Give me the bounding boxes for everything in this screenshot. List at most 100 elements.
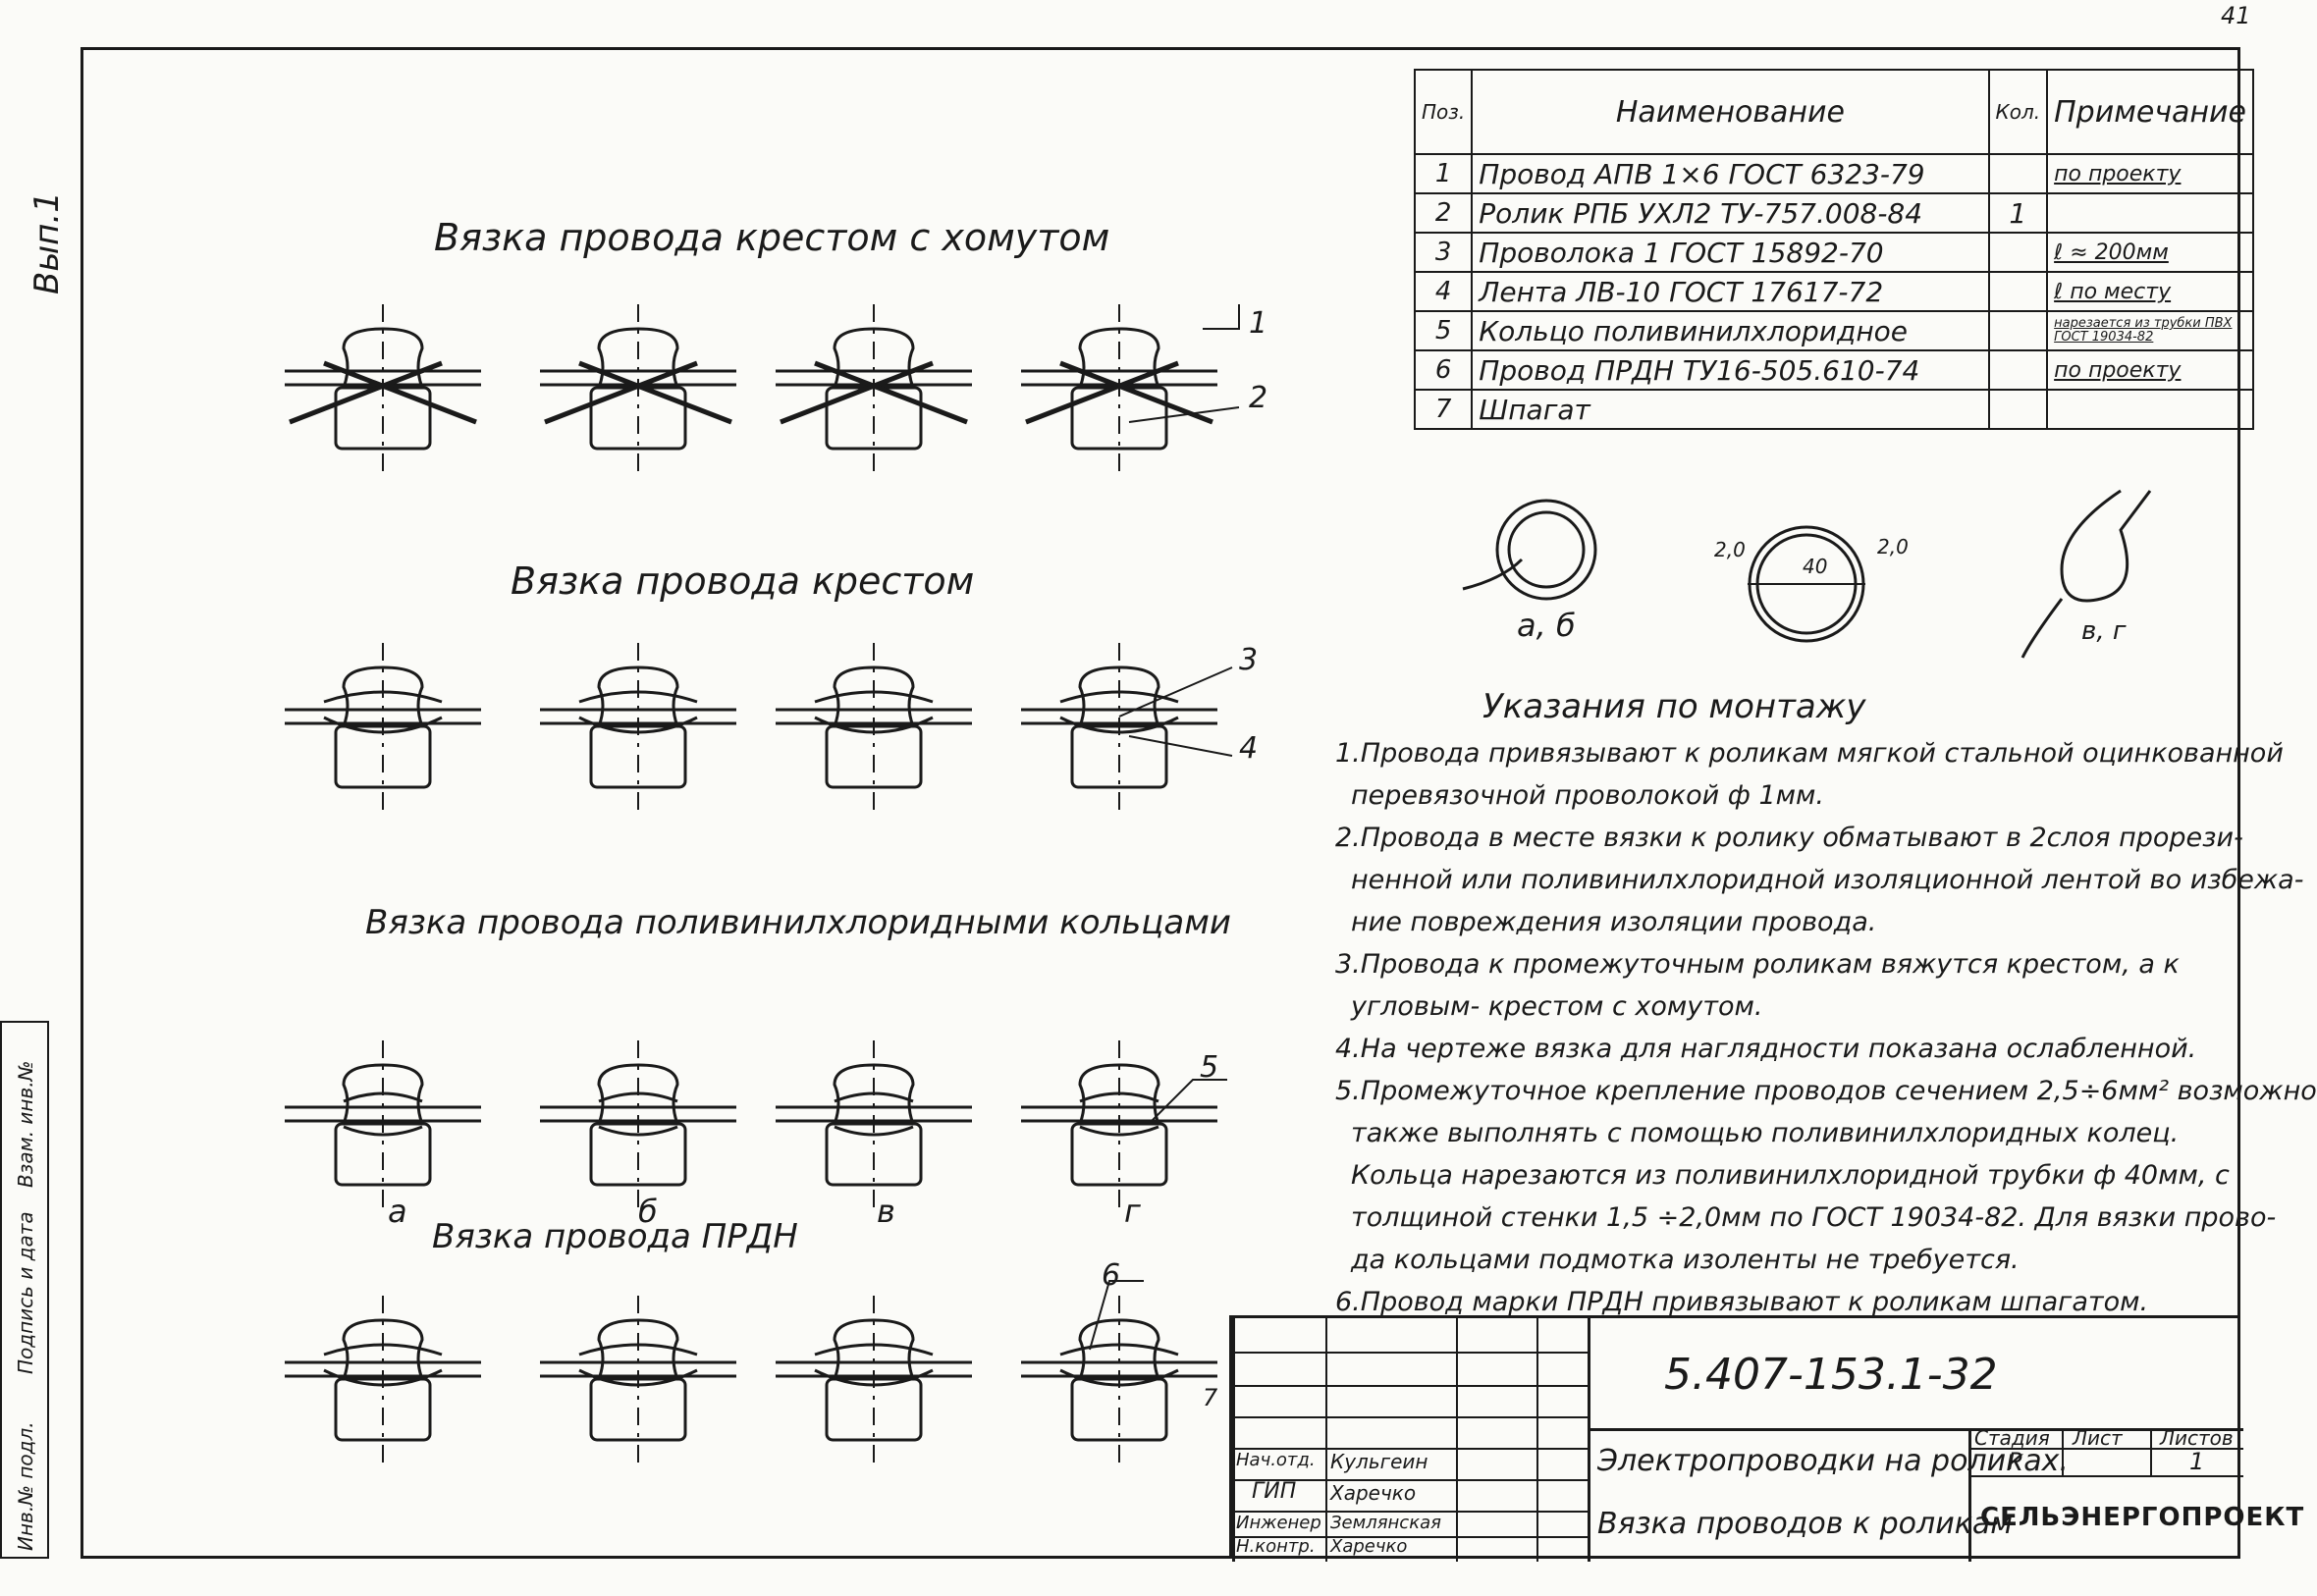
section-title-prdn: Вязка провода ПРДН — [432, 1217, 798, 1256]
insulator-head — [1077, 327, 1161, 390]
callout-5: 5 — [1200, 1050, 1219, 1085]
table-row: 2 Ролик РПБ УХЛ2 ТУ-757.008-84 1 — [1413, 192, 2254, 234]
tie-loop — [578, 716, 698, 734]
insulator-head — [832, 665, 916, 728]
spec-note: ℓ ≈ 200мм — [2046, 232, 2254, 273]
stamp-stage: Р — [2008, 1448, 2022, 1475]
ring-dim-2: 40 — [1803, 555, 1828, 578]
spec-pos: 7 — [1413, 389, 1474, 430]
tie-loop — [814, 1368, 934, 1387]
specification-table: Поз. Наименование Кол. Примечание 1 Пров… — [1413, 69, 2254, 430]
spec-header-name: Наименование — [1471, 69, 1990, 155]
side-stamp — [0, 1021, 49, 1559]
stamp-code: 5.407-153.1-32 — [1664, 1350, 1998, 1400]
spec-name: Ролик РПБ УХЛ2 ТУ-757.008-84 — [1471, 192, 1990, 234]
insulator-head — [832, 327, 916, 390]
spec-note — [2046, 192, 2254, 234]
tie-loop — [814, 716, 934, 734]
spec-note: по проекту — [2046, 349, 2254, 391]
tie-loop — [814, 690, 934, 704]
stamp-person: Кульгеин — [1330, 1450, 1428, 1473]
stamp-sheets: 1 — [2189, 1448, 2205, 1475]
spec-header-pos: Поз. — [1413, 69, 1474, 155]
stamp-title-2: Вязка проводов к роликам — [1597, 1507, 2013, 1541]
callout-2: 2 — [1249, 381, 1268, 415]
tie-wire — [578, 360, 732, 425]
ring-dim-1: 2,0 — [1714, 538, 1746, 561]
tie-wire — [780, 360, 934, 425]
installation-notes: Указания по монтажу 1.Провода привязываю… — [1335, 687, 2317, 1323]
insulator-head — [832, 1318, 916, 1381]
leader-line — [1118, 666, 1233, 757]
spec-header-note: Примечание — [2046, 69, 2254, 155]
table-row: 6 Провод ПРДН ТУ16-505.610-74 по проекту — [1413, 349, 2254, 391]
callout-7: 7 — [1203, 1384, 1218, 1411]
tie-loop — [1059, 1368, 1179, 1387]
tie-wire — [1059, 360, 1213, 425]
spec-pos: 6 — [1413, 349, 1474, 391]
note-line: 1.Провода привязывают к роликам мягкой с… — [1335, 738, 2284, 769]
wire-end — [1462, 558, 2064, 659]
leader-line — [1148, 1079, 1227, 1125]
stamp-organization: СЕЛЬЭНЕРГОПРОЕКТ — [1980, 1503, 2305, 1532]
tie-loop — [1059, 1343, 1179, 1357]
tie-loop — [323, 716, 443, 734]
spec-header-qty: Кол. — [1987, 69, 2049, 155]
tie-loop — [323, 690, 443, 704]
spec-header-row: Поз. Наименование Кол. Примечание — [1413, 69, 2254, 155]
stamp-person: Харечко — [1330, 1536, 1408, 1557]
table-row: 4 Лента ЛВ-10 ГОСТ 17617-72 ℓ по месту — [1413, 271, 2254, 312]
insulator-head — [341, 665, 425, 728]
spec-qty: 1 — [1987, 192, 2049, 234]
tie-wire — [289, 360, 443, 425]
insulator-head — [1077, 665, 1161, 728]
stamp-sheet-header: Лист — [2073, 1426, 2123, 1450]
tie-wire — [814, 360, 968, 425]
spec-note: нарезается из трубки ПВХ ГОСТ 19034-82 — [2046, 310, 2254, 351]
pvc-ring — [834, 1091, 914, 1137]
section-title-rings: Вязка провода поливинилхлоридными кольца… — [365, 903, 1231, 942]
spec-qty — [1987, 271, 2049, 312]
spec-name: Проволока 1 ГОСТ 15892-70 — [1471, 232, 1990, 273]
note-line: да кольцами подмотка изоленты не требует… — [1351, 1245, 2020, 1275]
note-line: 2.Провода в месте вязки к ролику обматыв… — [1335, 823, 2243, 853]
stamp-sheets-header: Листов — [2160, 1426, 2234, 1450]
insulator-drawings — [285, 304, 2152, 1463]
insulator-head — [596, 665, 680, 728]
callout-1: 1 — [1249, 306, 1268, 341]
tie-wire — [1025, 360, 1179, 425]
pvc-ring — [598, 1091, 678, 1137]
spec-name: Провод ПРДН ТУ16-505.610-74 — [1471, 349, 1990, 391]
insulator-head — [341, 327, 425, 390]
spec-note — [2046, 389, 2254, 430]
ring-detail — [1507, 510, 1586, 589]
insulator-head — [596, 1318, 680, 1381]
insulator-head — [341, 1318, 425, 1381]
spec-pos: 2 — [1413, 192, 1474, 234]
spec-name: Провод АПВ 1×6 ГОСТ 6323-79 — [1471, 153, 1990, 194]
spec-pos: 4 — [1413, 271, 1474, 312]
tie-wire — [323, 360, 477, 425]
tie-loop — [1059, 716, 1179, 734]
leader-line — [1128, 304, 1240, 423]
table-row: 5 Кольцо поливинилхлоридное нарезается и… — [1413, 310, 2254, 351]
spec-qty — [1987, 153, 2049, 194]
note-line: перевязочной проволокой ф 1мм. — [1351, 780, 1824, 811]
title-block: 5.407-153.1-32 Электропроводки на ролика… — [1229, 1315, 2303, 1562]
insulator-head — [341, 1063, 425, 1126]
callout-6: 6 — [1102, 1258, 1121, 1293]
spec-name: Кольцо поливинилхлоридное — [1471, 310, 1990, 351]
tie-loop — [1059, 690, 1179, 704]
stamp-role: ГИП — [1252, 1479, 1297, 1504]
note-line: толщиной стенки 1,5 ÷2,0мм по ГОСТ 19034… — [1351, 1202, 2277, 1233]
spec-qty — [1987, 232, 2049, 273]
spec-pos: 3 — [1413, 232, 1474, 273]
note-line: также выполнять с помощью поливинилхлори… — [1351, 1118, 2180, 1148]
note-line: 5.Промежуточное крепление проводов сечен… — [1335, 1076, 2317, 1106]
stamp-person: Землянская — [1330, 1513, 1441, 1533]
tie-loop — [578, 1343, 698, 1357]
variant-label-v: в — [877, 1193, 895, 1230]
variant-label-b: б — [638, 1193, 658, 1230]
stamp-role: Н.контр. — [1236, 1536, 1316, 1557]
ring-label-ab: а, б — [1517, 607, 1576, 644]
